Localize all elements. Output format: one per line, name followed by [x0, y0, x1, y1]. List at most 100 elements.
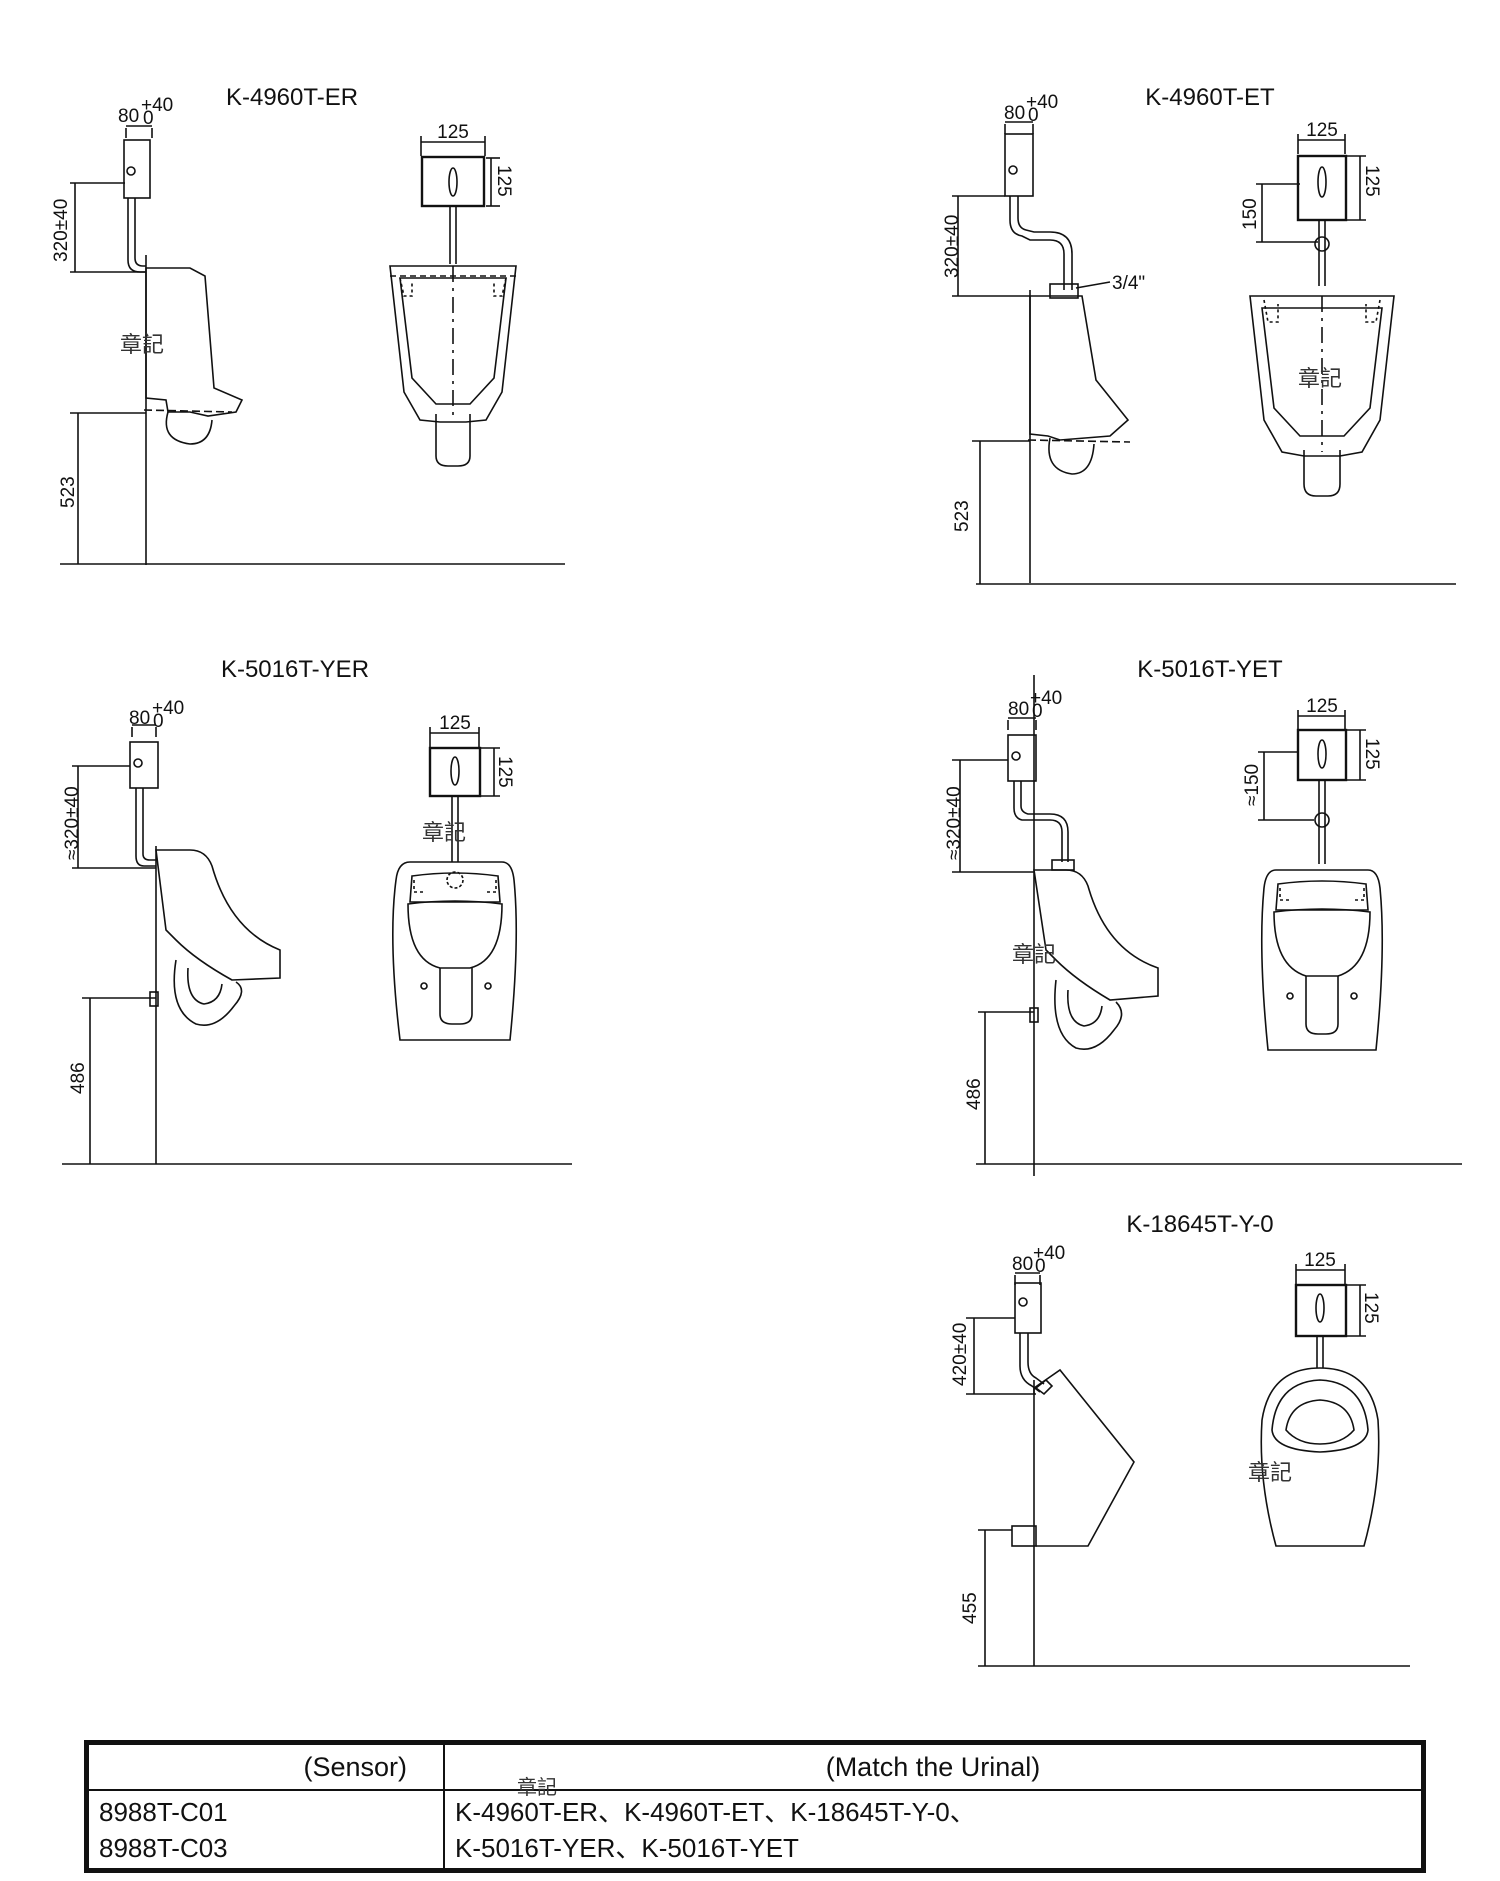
sensor-box-side — [1004, 133, 1034, 197]
drawing-k5016t-yer: K-5016T-YER 80 +40 0 ≈320±40 486 — [62, 656, 572, 1165]
box-height-dimension: 125 — [1346, 1284, 1381, 1337]
dim-top-width: 80 — [1012, 1254, 1033, 1275]
drawing-title: K-4960T-ET — [1145, 84, 1275, 111]
sensor-box-front — [1296, 154, 1348, 222]
box-width-dimension: 125 — [1297, 120, 1346, 154]
dim-floor-height: 486 — [964, 1078, 985, 1110]
dim-top-width: 80 — [1008, 699, 1029, 720]
dim-floor-height: 486 — [68, 1062, 89, 1094]
table-row: 8988T-C01 8988T-C03 K-4960T-ER、K-4960T-E… — [87, 1789, 1423, 1870]
urinal-side-profile — [155, 849, 281, 981]
width-dimension: 80 +40 0 — [118, 95, 173, 138]
box-height-dimension: 125 — [486, 157, 514, 207]
pipe-dimension: ≈320±40 — [944, 759, 1034, 873]
floor-dimension: 455 — [960, 1529, 1012, 1666]
flush-pipe — [1013, 781, 1063, 862]
stamp-mark: 章記 — [1248, 1460, 1292, 1485]
dim-tolerance-zero: 0 — [1028, 105, 1039, 126]
dim-floor-height: 523 — [952, 500, 973, 532]
dim-tolerance-zero: 0 — [1035, 1256, 1046, 1277]
urinal-front-view — [1260, 869, 1384, 1051]
sensor-box-front — [1294, 1283, 1348, 1338]
box-width-dimension: 125 — [429, 713, 480, 747]
urinal-front-view — [392, 861, 518, 1041]
flush-pipe — [135, 788, 156, 867]
urinal-model-list: K-4960T-ER、K-4960T-ET、K-18645T-Y-0、 — [455, 1796, 976, 1827]
sensor-window — [450, 756, 460, 786]
dim-box-height: 125 — [494, 756, 515, 788]
dim-top-width: 80 — [129, 708, 150, 729]
drawing-title: K-5016T-YER — [221, 656, 369, 683]
urinal-model-list: K-5016T-YER、K-5016T-YET — [455, 1832, 799, 1863]
dim-tolerance-plus: +40 — [1030, 688, 1062, 709]
sensor-match-table: (Sensor) (Match the Urinal) 8988T-C01 89… — [87, 1743, 1423, 1870]
box-height-dimension: 125 — [480, 747, 515, 797]
dim-front-height: ≈150 — [1242, 764, 1263, 806]
dim-box-width: 125 — [1306, 696, 1338, 717]
dim-box-width: 125 — [1306, 120, 1338, 141]
dim-box-width: 125 — [1304, 1250, 1336, 1271]
sensor-window — [1315, 1293, 1325, 1323]
drawing-title: K-5016T-YET — [1137, 656, 1283, 683]
compatibility-table: (Sensor) (Match the Urinal) 8988T-C01 89… — [84, 1740, 1426, 1873]
drawing-k4960t-er: K-4960T-ER 80 +40 0 320±40 — [51, 84, 565, 565]
box-width-dimension: 125 — [420, 122, 486, 156]
drawing-title: K-4960T-ER — [226, 84, 358, 111]
stamp-mark: 章記 — [120, 332, 164, 357]
box-width-dimension: 125 — [1297, 696, 1346, 730]
urinal-side-profile — [145, 267, 244, 417]
pipe-dimension: 420±40 — [950, 1317, 1036, 1395]
sensor-model: 8988T-C03 — [99, 1832, 228, 1863]
urinal-models-cell: K-4960T-ER、K-4960T-ET、K-18645T-Y-0、 K-50… — [443, 1789, 1423, 1870]
dim-tolerance-zero: 0 — [1032, 701, 1043, 722]
sensor-box-front — [428, 746, 482, 798]
header-match-urinal: (Match the Urinal) — [443, 1743, 1423, 1791]
dim-box-width: 125 — [437, 122, 469, 143]
dim-pipe-height: 420±40 — [950, 1323, 971, 1386]
dim-pipe-height: 320±40 — [51, 199, 72, 262]
drawing-title: K-18645T-Y-0 — [1126, 1211, 1273, 1238]
pipe-dimension: 320±40 — [51, 182, 145, 273]
dim-pipe-height: ≈320±40 — [62, 786, 83, 860]
dim-tolerance-zero: 0 — [143, 108, 154, 129]
sensor-window — [1317, 166, 1327, 198]
dim-tolerance-plus: +40 — [1033, 1243, 1065, 1264]
dim-tolerance-zero: 0 — [153, 711, 164, 732]
sensor-box-side — [129, 741, 159, 789]
front-height-dimension: 150 — [1240, 183, 1318, 243]
drawing-k5016t-yet: K-5016T-YET 80 +40 0 ≈320±40 486 章記 — [944, 656, 1462, 1176]
sensor-box-front — [420, 155, 486, 208]
sensor-models-cell: 8988T-C01 8988T-C03 — [87, 1789, 445, 1870]
flush-pipe — [127, 198, 146, 273]
urinal-side-profile — [1033, 1368, 1135, 1547]
dim-inlet-size: 3/4" — [1112, 273, 1145, 294]
stamp-mark: 章記 — [1298, 366, 1342, 391]
stamp-mark: 章記 — [517, 1777, 557, 1799]
floor-dimension: 486 — [964, 1011, 1034, 1164]
drawing-k4960t-et: K-4960T-ET 80 +40 0 3/4" 320±40 523 — [942, 84, 1456, 585]
dim-box-height: 125 — [1360, 1292, 1381, 1324]
urinal-side-profile — [1033, 869, 1159, 1001]
box-height-dimension: 125 — [1346, 155, 1382, 221]
front-height-dimension: ≈150 — [1242, 751, 1314, 821]
drawing-k18645t-y-0: K-18645T-Y-0 80 +40 0 420±40 455 — [950, 1211, 1410, 1667]
box-height-dimension: 125 — [1346, 729, 1382, 781]
flush-pipe — [1009, 196, 1065, 290]
pipe-dimension: 320±40 — [942, 195, 1030, 297]
dim-tolerance-plus: +40 — [141, 95, 173, 116]
width-dimension: 80 +40 0 — [129, 698, 184, 737]
floor-dimension: 523 — [952, 440, 1030, 584]
width-dimension: 80 +40 0 — [1012, 1243, 1065, 1285]
sensor-model: 8988T-C01 — [99, 1796, 228, 1827]
header-sensor: (Sensor) — [87, 1743, 445, 1791]
box-width-dimension: 125 — [1295, 1250, 1346, 1284]
dim-pipe-height: ≈320±40 — [944, 786, 965, 860]
pipe-dimension: ≈320±40 — [62, 765, 156, 869]
dim-top-width: 80 — [1004, 103, 1025, 124]
dim-box-height: 125 — [1361, 738, 1382, 770]
width-dimension: 80 +40 0 — [1007, 688, 1062, 730]
dim-top-width: 80 — [118, 106, 139, 127]
sensor-box-side — [1007, 734, 1037, 782]
flush-pipe — [1019, 1333, 1041, 1393]
